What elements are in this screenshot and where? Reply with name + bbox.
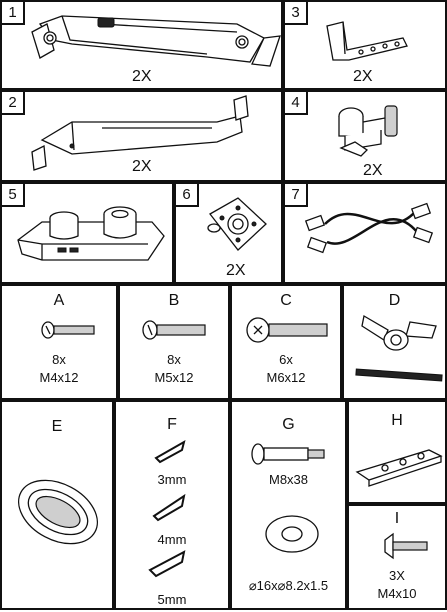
screw-a-icon <box>41 321 95 339</box>
usb-cable-icon <box>304 202 434 254</box>
hardware-letter: B <box>168 292 180 309</box>
quantity-label: 3X <box>389 568 405 583</box>
hardware-h-cell: H <box>347 400 447 504</box>
hardware-g-cell: G M8x38 ⌀16x⌀8.2x1.5 <box>230 400 347 610</box>
hardware-letter: D <box>388 292 401 309</box>
hardware-letter: C <box>280 292 292 309</box>
arm-extension-icon <box>31 95 249 171</box>
part-1-cell: 1 2X <box>0 0 283 90</box>
part-number: 2 <box>2 92 25 115</box>
hardware-f-cell: F 3mm 4mm 5mm <box>114 400 230 610</box>
hex-key-size-5mm: 5mm <box>157 592 187 607</box>
quantity-label: 8x <box>52 352 66 367</box>
hardware-i-cell: I 3X M4x10 <box>347 504 447 610</box>
hardware-letter: G <box>282 416 295 433</box>
screw-b-icon <box>142 320 206 340</box>
desk-clamp-icon <box>338 105 398 157</box>
l-bracket-icon <box>326 21 408 61</box>
adapter-plate-icon <box>355 449 443 487</box>
hardware-letter: I <box>394 510 400 527</box>
size-label: M6x12 <box>266 370 306 385</box>
size-label: M8x38 <box>268 472 309 487</box>
quantity-label: 2X <box>363 162 383 179</box>
base-plate-icon <box>17 206 165 261</box>
screw-c-icon <box>246 317 328 343</box>
part-number: 1 <box>2 2 25 25</box>
hex-key-icon <box>148 439 186 578</box>
hardware-b-cell: B 8x M5x12 <box>118 284 230 400</box>
cable-clip-icon <box>18 479 98 545</box>
quantity-label: 2X <box>132 158 152 175</box>
part-number: 3 <box>285 2 308 25</box>
quantity-label: 2X <box>353 68 373 85</box>
hardware-letter: A <box>53 292 65 309</box>
quantity-label: 2X <box>132 68 152 85</box>
hex-key-size-4mm: 4mm <box>157 532 187 547</box>
hex-key-size-3mm: 3mm <box>157 472 187 487</box>
part-3-cell: 3 2X <box>283 0 447 90</box>
part-number: 5 <box>2 184 25 207</box>
part-number: 4 <box>285 92 308 115</box>
hardware-a-cell: A 8x M4x12 <box>0 284 118 400</box>
shoulder-bolt-icon <box>251 443 325 553</box>
part-number: 6 <box>176 184 199 207</box>
screw-i-icon <box>384 532 428 560</box>
wing-nut-icon <box>355 314 443 382</box>
part-5-cell: 5 <box>0 182 174 284</box>
hardware-e-cell: E <box>0 400 114 610</box>
part-number: 7 <box>285 184 308 207</box>
hardware-letter: E <box>51 418 63 435</box>
hardware-c-cell: C 6x M6x12 <box>230 284 342 400</box>
size-label: M4x10 <box>377 586 417 601</box>
hardware-d-cell: D <box>342 284 447 400</box>
quantity-label: 6x <box>279 352 293 367</box>
hardware-letter: H <box>391 412 403 429</box>
part-6-cell: 6 2X <box>174 182 283 284</box>
arm-segment-icon <box>31 15 281 67</box>
part-4-cell: 4 2X <box>283 90 447 182</box>
quantity-label: 2X <box>226 262 246 279</box>
washer-size-label: ⌀16x⌀8.2x1.5 <box>248 578 329 593</box>
size-label: M5x12 <box>154 370 194 385</box>
size-label: M4x12 <box>39 370 79 385</box>
part-2-cell: 2 2X <box>0 90 283 182</box>
vesa-plate-icon <box>207 197 267 251</box>
quantity-label: 8x <box>167 352 181 367</box>
part-7-cell: 7 <box>283 182 447 284</box>
hardware-letter: F <box>167 416 177 433</box>
